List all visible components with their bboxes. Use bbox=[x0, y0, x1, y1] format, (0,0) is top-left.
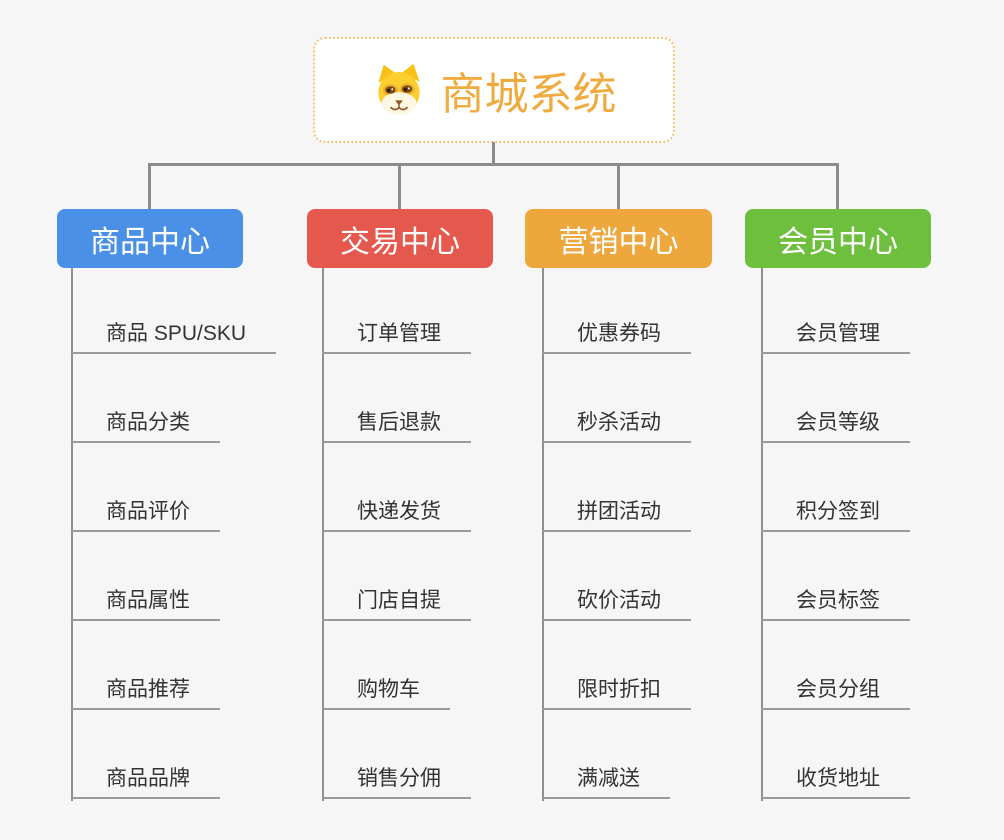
connector-horizontal-rail bbox=[148, 163, 839, 166]
connector-trunk-trade bbox=[322, 268, 324, 801]
dog-face-icon bbox=[377, 63, 420, 115]
branch-node-marketing-center[interactable]: 营销中心 bbox=[525, 209, 712, 268]
connector-root-stub bbox=[492, 142, 495, 163]
leaf-node[interactable]: 拼团活动 bbox=[542, 498, 691, 532]
connector-trunk-product bbox=[71, 268, 73, 801]
leaf-node[interactable]: 会员管理 bbox=[761, 320, 910, 354]
connector-trunk-member bbox=[761, 268, 763, 801]
leaf-node[interactable]: 快递发货 bbox=[322, 498, 471, 532]
leaf-node[interactable]: 会员标签 bbox=[761, 587, 910, 621]
leaf-node[interactable]: 商品属性 bbox=[71, 587, 220, 621]
connector-drop-product bbox=[148, 163, 151, 210]
leaf-node[interactable]: 限时折扣 bbox=[542, 676, 691, 710]
connector-drop-member bbox=[836, 163, 839, 210]
leaf-node[interactable]: 收货地址 bbox=[761, 765, 910, 799]
leaf-node[interactable]: 秒杀活动 bbox=[542, 409, 691, 443]
leaf-node[interactable]: 售后退款 bbox=[322, 409, 471, 443]
leaf-node[interactable]: 商品 SPU/SKU bbox=[71, 320, 277, 354]
leaf-node[interactable]: 门店自提 bbox=[322, 587, 471, 621]
leaf-node[interactable]: 砍价活动 bbox=[542, 587, 691, 621]
leaf-node[interactable]: 订单管理 bbox=[322, 320, 471, 354]
leaf-node[interactable]: 会员分组 bbox=[761, 676, 910, 710]
leaf-node[interactable]: 积分签到 bbox=[761, 498, 910, 532]
root-title: 商城系统 bbox=[440, 70, 617, 119]
leaf-node[interactable]: 优惠券码 bbox=[542, 320, 691, 354]
leaf-node[interactable]: 商品分类 bbox=[71, 409, 220, 443]
leaf-node[interactable]: 商品品牌 bbox=[71, 765, 220, 799]
leaf-node[interactable]: 会员等级 bbox=[761, 409, 910, 443]
leaf-node[interactable]: 满减送 bbox=[542, 765, 670, 799]
leaf-node[interactable]: 销售分佣 bbox=[322, 765, 471, 799]
branch-node-product-center[interactable]: 商品中心 bbox=[57, 209, 243, 268]
connector-drop-marketing bbox=[617, 163, 620, 210]
leaf-node[interactable]: 商品评价 bbox=[71, 498, 220, 532]
leaf-node[interactable]: 商品推荐 bbox=[71, 676, 220, 710]
leaf-node[interactable]: 购物车 bbox=[322, 676, 450, 710]
branch-node-member-center[interactable]: 会员中心 bbox=[745, 209, 931, 268]
root-node[interactable]: 商城系统 bbox=[313, 37, 675, 143]
connector-trunk-marketing bbox=[542, 268, 544, 801]
connector-drop-trade bbox=[398, 163, 401, 210]
branch-node-trade-center[interactable]: 交易中心 bbox=[307, 209, 493, 268]
